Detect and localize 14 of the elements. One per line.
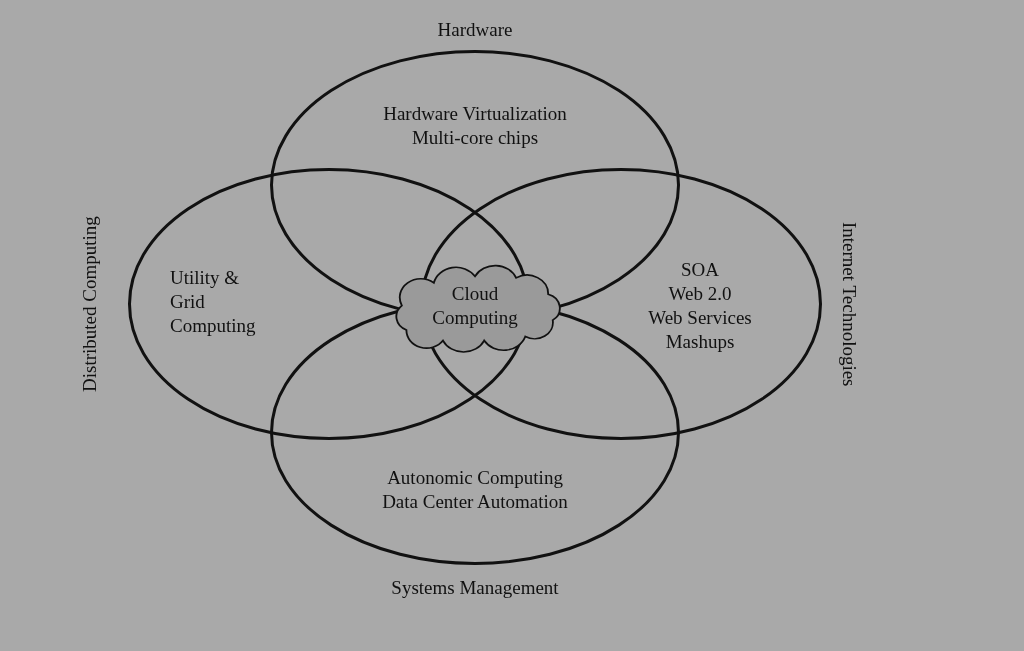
circle-heading: Systems Management: [390, 578, 560, 597]
circle-heading: Distributed Computing: [80, 215, 99, 394]
circle-heading: Hardware: [436, 20, 514, 39]
circle-text: Web 2.0: [667, 282, 733, 306]
circle-text: Hardware Virtualization: [382, 102, 568, 126]
circle-text: Mashups: [664, 330, 736, 354]
circle-text: Autonomic Computing: [386, 466, 564, 490]
cloud-label: Cloud Computing: [431, 282, 519, 330]
circle-heading: Internet Technologies: [840, 220, 859, 389]
circle-text: Data Center Automation: [381, 490, 569, 514]
circle-text: Utility & Grid Computing: [170, 266, 257, 338]
circle-text: Multi-core chips: [410, 126, 540, 150]
circle-text: SOA: [680, 258, 720, 282]
circle-text: Web Services: [647, 306, 753, 330]
